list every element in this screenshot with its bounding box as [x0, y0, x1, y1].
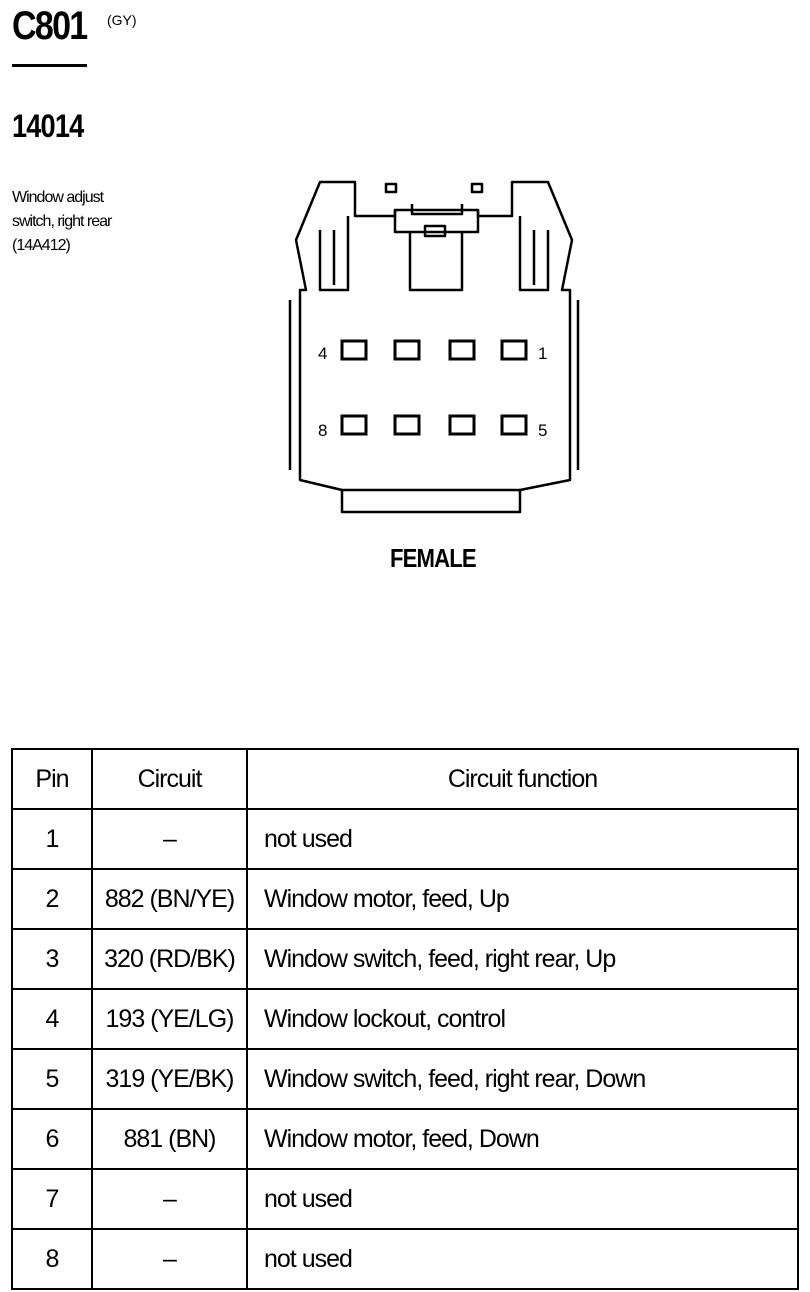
function-cell: Window lockout, control	[246, 988, 799, 1050]
header-circuit: Circuit	[91, 748, 248, 810]
connector-gender-label: FEMALE	[390, 543, 477, 573]
pin-cavities	[340, 339, 528, 436]
circuit-cell: 319 (YE/BK)	[91, 1048, 248, 1110]
pin-cavity	[393, 339, 421, 361]
pin-label-8: 8	[318, 421, 327, 440]
function-cell: Window switch, feed, right rear, Up	[246, 928, 799, 990]
connector-face-diagram: 4 1 8 5	[288, 180, 580, 514]
table-header-row: Pin Circuit Circuit function	[11, 748, 799, 810]
pin-label-4: 4	[318, 344, 327, 363]
circuit-cell: –	[91, 1228, 248, 1290]
pin-cell: 7	[11, 1168, 93, 1230]
function-cell: not used	[246, 1168, 799, 1230]
pin-label-1: 1	[538, 344, 547, 363]
pin-cavity	[393, 414, 421, 436]
circuit-cell: 881 (BN)	[91, 1108, 248, 1170]
description-line: switch, right rear	[12, 213, 112, 230]
table-row: 7 – not used	[11, 1168, 799, 1230]
pin-cavity	[500, 339, 528, 361]
circuit-cell: 320 (RD/BK)	[91, 928, 248, 990]
header-pin: Pin	[11, 748, 93, 810]
keying-slot	[423, 224, 447, 238]
table-row: 6 881 (BN) Window motor, feed, Down	[11, 1108, 799, 1170]
table-row: 2 882 (BN/YE) Window motor, feed, Up	[11, 868, 799, 930]
function-cell: Window switch, feed, right rear, Down	[246, 1048, 799, 1110]
function-cell: not used	[246, 808, 799, 870]
connector-id: C801	[12, 4, 88, 48]
connector-description: Window adjust switch, right rear (14A412…	[12, 186, 182, 258]
pin-cell: 4	[11, 988, 93, 1050]
pin-cavity	[340, 414, 368, 436]
circuit-cell: 193 (YE/LG)	[91, 988, 248, 1050]
header-circuit-function: Circuit function	[246, 748, 799, 810]
connector-color-code: (GY)	[107, 12, 137, 28]
part-number: 14014	[12, 108, 84, 144]
function-cell: not used	[246, 1228, 799, 1290]
pin-label-5: 5	[538, 421, 547, 440]
connector-id-underline	[12, 64, 87, 67]
description-line: (14A412)	[12, 237, 71, 254]
pin-cell: 6	[11, 1108, 93, 1170]
pin-cavity	[448, 414, 476, 436]
function-cell: Window motor, feed, Up	[246, 868, 799, 930]
pin-cavity	[500, 414, 528, 436]
pin-cell: 1	[11, 808, 93, 870]
pin-cell: 8	[11, 1228, 93, 1290]
circuit-cell: –	[91, 808, 248, 870]
circuit-cell: –	[91, 1168, 248, 1230]
left-latch	[318, 216, 350, 292]
pin-cell: 5	[11, 1048, 93, 1110]
table-row: 4 193 (YE/LG) Window lockout, control	[11, 988, 799, 1050]
circuit-cell: 882 (BN/YE)	[91, 868, 248, 930]
pin-cell: 2	[11, 868, 93, 930]
table-row: 5 319 (YE/BK) Window switch, feed, right…	[11, 1048, 799, 1110]
table-row: 3 320 (RD/BK) Window switch, feed, right…	[11, 928, 799, 990]
pin-cell: 3	[11, 928, 93, 990]
pinout-table: Pin Circuit Circuit function 1 – not use…	[11, 748, 799, 1290]
pin-cavity	[340, 339, 368, 361]
table-row: 1 – not used	[11, 808, 799, 870]
keying-tab	[393, 210, 480, 292]
right-latch	[518, 216, 550, 292]
table-row: 8 – not used	[11, 1228, 799, 1290]
connector-housing	[294, 180, 574, 514]
description-line: Window adjust	[12, 189, 104, 206]
pin-cavity	[448, 339, 476, 361]
function-cell: Window motor, feed, Down	[246, 1108, 799, 1170]
